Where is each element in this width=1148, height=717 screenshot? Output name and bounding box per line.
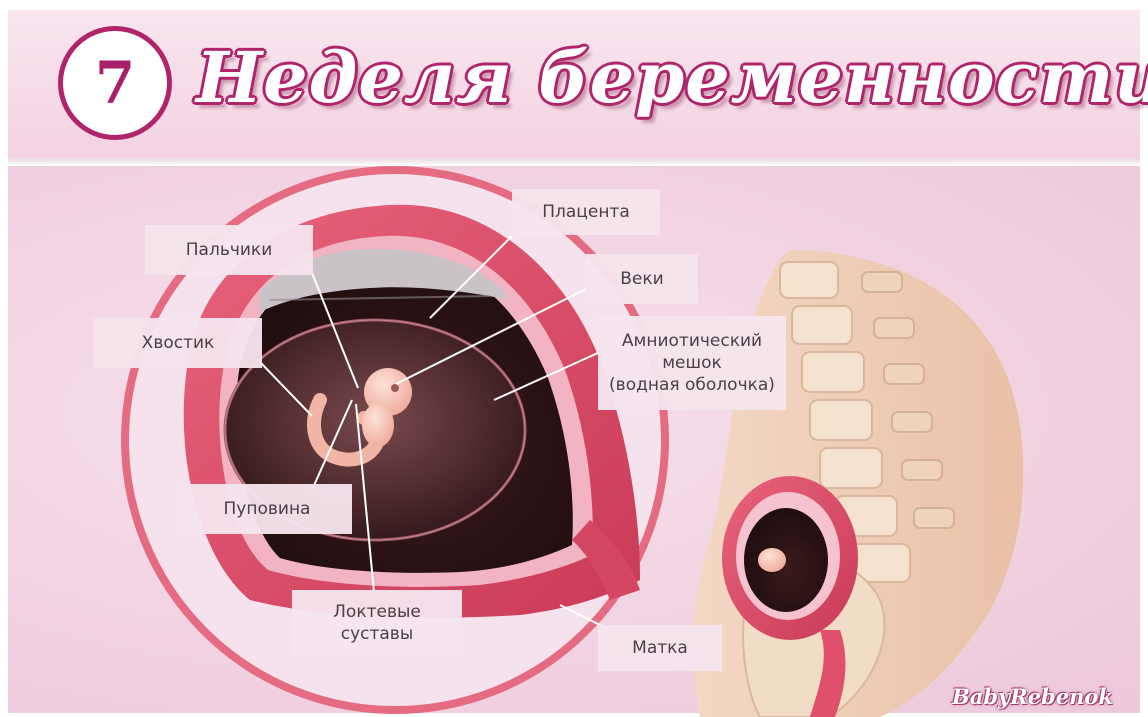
label-tail: Хвостик [94,318,262,368]
label-amniotic-sac: Амниотический мешок (водная оболочка) [598,316,786,410]
label-umbilical-cord: Пуповина [182,484,352,534]
label-elbow-joints-line1: Локтевые [333,601,421,623]
label-fingers: Пальчики [145,225,313,275]
label-uterus: Матка [598,625,722,671]
watermark: BabyRebenok [952,682,1144,712]
label-placenta: Плацента [512,189,660,235]
label-elbow-joints-line2: суставы [341,623,414,645]
label-amniotic-sac-line2: мешок [662,352,722,374]
label-elbow-joints: Локтевые суставы [292,590,462,656]
label-eyelids: Веки [586,254,698,304]
label-amniotic-sac-line1: Амниотический [622,330,762,352]
label-amniotic-sac-line3: (водная оболочка) [609,374,775,396]
